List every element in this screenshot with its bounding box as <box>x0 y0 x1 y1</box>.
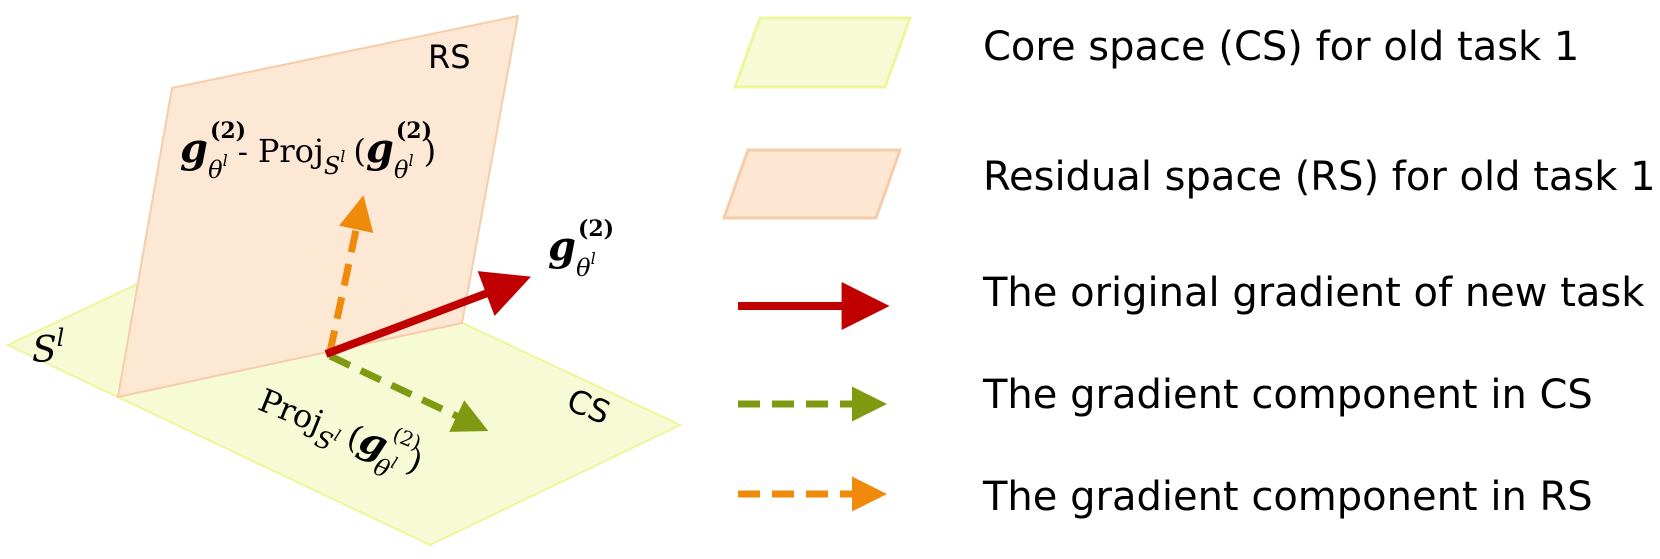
green-cs-component-arrow <box>328 352 489 432</box>
gradient-expression: g(2) θl <box>548 216 614 282</box>
gradient-g: g <box>548 223 576 270</box>
residual-g: g <box>180 125 208 172</box>
gradient-g-sup: (2) <box>578 216 614 242</box>
residual-inner-sub: θ <box>394 156 409 184</box>
legend: Core space (CS) for old task 1 Residual … <box>721 16 1660 520</box>
projection-proj-sub-sup: l <box>331 426 343 446</box>
legend-label-original-gradient: The original gradient of new task 2 <box>982 270 1660 316</box>
residual-g-sub-sup: l <box>223 151 228 170</box>
legend-label-rs: Residual space (RS) for old task 1 <box>983 154 1656 200</box>
residual-inner-sub-sup: l <box>408 151 413 170</box>
residual-proj-sub: S <box>324 152 340 180</box>
residual-proj: Proj <box>258 132 324 170</box>
gradient-g-sub-sup: l <box>591 249 596 268</box>
residual-proj-sub-sup: l <box>340 147 345 166</box>
projection-g-sub-sup: l <box>388 453 400 473</box>
legend-label-cs: Core space (CS) for old task 1 <box>983 24 1579 70</box>
gradient-g-sub: θ <box>576 254 591 282</box>
subspace-superscript: l <box>57 324 65 352</box>
legend-label-cs-component: The gradient component in CS <box>982 372 1593 418</box>
residual-inner-sup: (2) <box>396 118 432 144</box>
cs-plane-icon <box>732 16 913 89</box>
residual-open-paren: ( <box>353 132 365 170</box>
red-original-gradient-arrow <box>324 271 531 358</box>
residual-close-paren: ) <box>424 132 436 170</box>
rs-plane <box>116 14 520 399</box>
legend-label-rs-component: The gradient component in RS <box>982 474 1593 520</box>
projection-expression-group: ProjSl(g(2)θl) <box>248 371 432 494</box>
residual-g-sup: (2) <box>210 118 246 144</box>
subspace-label: Sl <box>32 324 64 371</box>
residual-g-sub: θ <box>208 156 223 184</box>
rs-plane-icon <box>721 148 903 220</box>
subspace-symbol: S <box>32 330 57 371</box>
residual-inner-g: g <box>366 125 394 172</box>
orange-rs-component-arrow <box>326 195 374 353</box>
rs-plane-label: RS <box>428 38 471 76</box>
diagram: RS CS Sl g(2)θl-ProjSl(g(2)θl) g(2)θl Pr… <box>5 14 683 547</box>
projection-expression: ProjSl(g(2)θl) <box>248 371 432 494</box>
residual-expression: g(2)θl-ProjSl(g(2)θl) <box>180 118 436 184</box>
residual-minus: - <box>238 135 248 170</box>
